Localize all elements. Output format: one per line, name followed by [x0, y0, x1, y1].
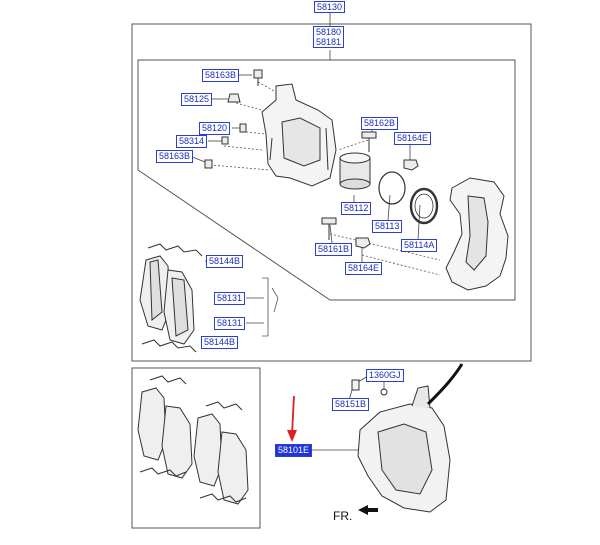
- label-58180-text: 58180: [316, 27, 342, 37]
- caliper-subassembly-frame: [137, 59, 516, 301]
- dust-boot-inner: [414, 193, 434, 219]
- label-58131-upper[interactable]: 58131: [214, 292, 246, 305]
- pad-kit-frame: [131, 367, 261, 529]
- piston: [339, 152, 371, 190]
- label-1360gj[interactable]: 1360GJ: [366, 369, 404, 382]
- label-58314[interactable]: 58314: [176, 135, 208, 148]
- shim-bracket-lines: [262, 277, 279, 337]
- label-58163b-lower[interactable]: 58163B: [156, 150, 194, 163]
- label-58112[interactable]: 58112: [341, 202, 372, 215]
- pad-kit-pads: [137, 387, 249, 505]
- pad-clips-main: [141, 243, 203, 353]
- label-58114a[interactable]: 58114A: [401, 239, 438, 252]
- brake-pads-main: [139, 255, 195, 345]
- caliper-body: [261, 83, 337, 187]
- label-58151b[interactable]: 58151B: [332, 398, 370, 411]
- main-assembly-frame: [131, 23, 532, 362]
- label-58144b-lower[interactable]: 58144B: [201, 336, 239, 349]
- label-58162b[interactable]: 58162B: [361, 117, 399, 130]
- label-58161b[interactable]: 58161B: [315, 243, 353, 256]
- assembled-caliper: [351, 379, 451, 513]
- pad-kit-clips: [139, 375, 247, 503]
- label-58180-58181[interactable]: 58180 58181: [313, 26, 345, 48]
- label-58101e-selected[interactable]: 58101E: [275, 444, 313, 457]
- dust-boot: [409, 187, 439, 225]
- label-58163b-upper[interactable]: 58163B: [202, 69, 240, 82]
- carrier-bracket: [445, 177, 509, 291]
- label-58130[interactable]: 58130: [314, 1, 346, 13]
- selection-arrow: [287, 395, 297, 442]
- label-58181-text: 58181: [316, 37, 342, 47]
- label-58113[interactable]: 58113: [372, 220, 403, 233]
- label-58144b-upper[interactable]: 58144B: [206, 255, 244, 268]
- label-58164e-lower[interactable]: 58164E: [345, 262, 383, 275]
- brake-hose: [426, 363, 464, 406]
- piston-seal: [378, 171, 406, 205]
- label-58131-lower[interactable]: 58131: [214, 317, 246, 330]
- small-hardware: [204, 69, 419, 249]
- front-direction-arrow: [358, 505, 378, 515]
- front-direction-label: FR.: [333, 509, 353, 523]
- label-58125[interactable]: 58125: [181, 93, 213, 106]
- label-58120[interactable]: 58120: [199, 122, 231, 135]
- dashed-leader-lines: [209, 81, 441, 276]
- label-58164e-upper[interactable]: 58164E: [394, 132, 432, 145]
